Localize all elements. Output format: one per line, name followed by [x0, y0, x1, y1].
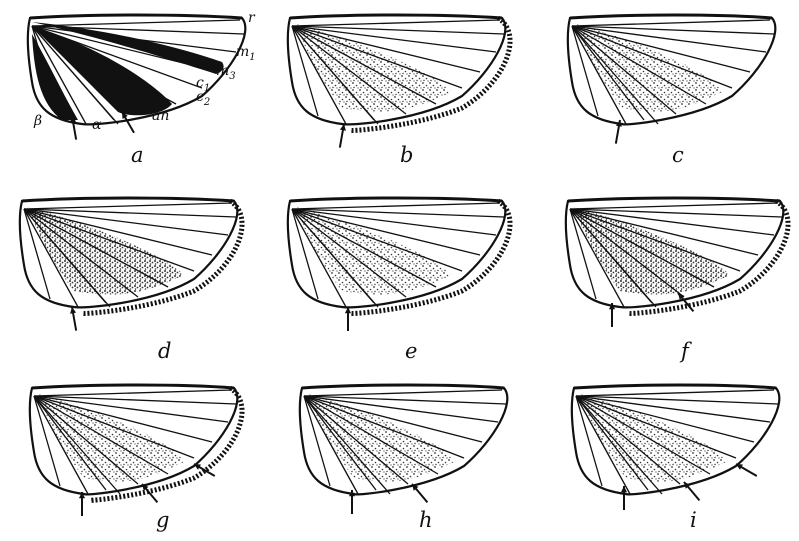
vein-label-r: r — [248, 10, 256, 26]
wing-panel-b — [288, 15, 510, 148]
wing-panel-i — [572, 385, 780, 510]
wing-panel-h — [300, 385, 508, 514]
wing-panel-e — [288, 198, 510, 331]
pointer-arrow — [345, 307, 351, 331]
pointer-arrow — [79, 492, 85, 516]
panel-label-h: h — [419, 508, 433, 532]
panel-label-e: e — [405, 339, 417, 363]
wing-panel-d — [20, 198, 242, 331]
panel-label-a: a — [131, 143, 144, 167]
panel-label-b: b — [400, 143, 413, 167]
pointer-arrow — [736, 464, 757, 476]
vein-label-an: an — [152, 108, 169, 124]
wing-panel-f — [566, 198, 788, 327]
vein-label-beta: β — [33, 113, 42, 129]
vein-label-m1: m1 — [236, 44, 256, 63]
panel-label-d: d — [158, 339, 171, 363]
pointer-arrow — [340, 124, 346, 148]
panel-label-c: c — [672, 143, 684, 167]
panel-label-g: g — [156, 508, 169, 532]
panel-label-f: f — [679, 339, 692, 363]
wing-panel-g — [30, 385, 242, 516]
panel-label-i: i — [690, 508, 697, 532]
pointer-arrow — [412, 484, 427, 502]
vein-label-alpha: α — [92, 117, 102, 133]
pointer-arrow — [70, 307, 76, 331]
wing-panel-c — [568, 15, 776, 144]
wing-panel-a — [28, 15, 246, 140]
